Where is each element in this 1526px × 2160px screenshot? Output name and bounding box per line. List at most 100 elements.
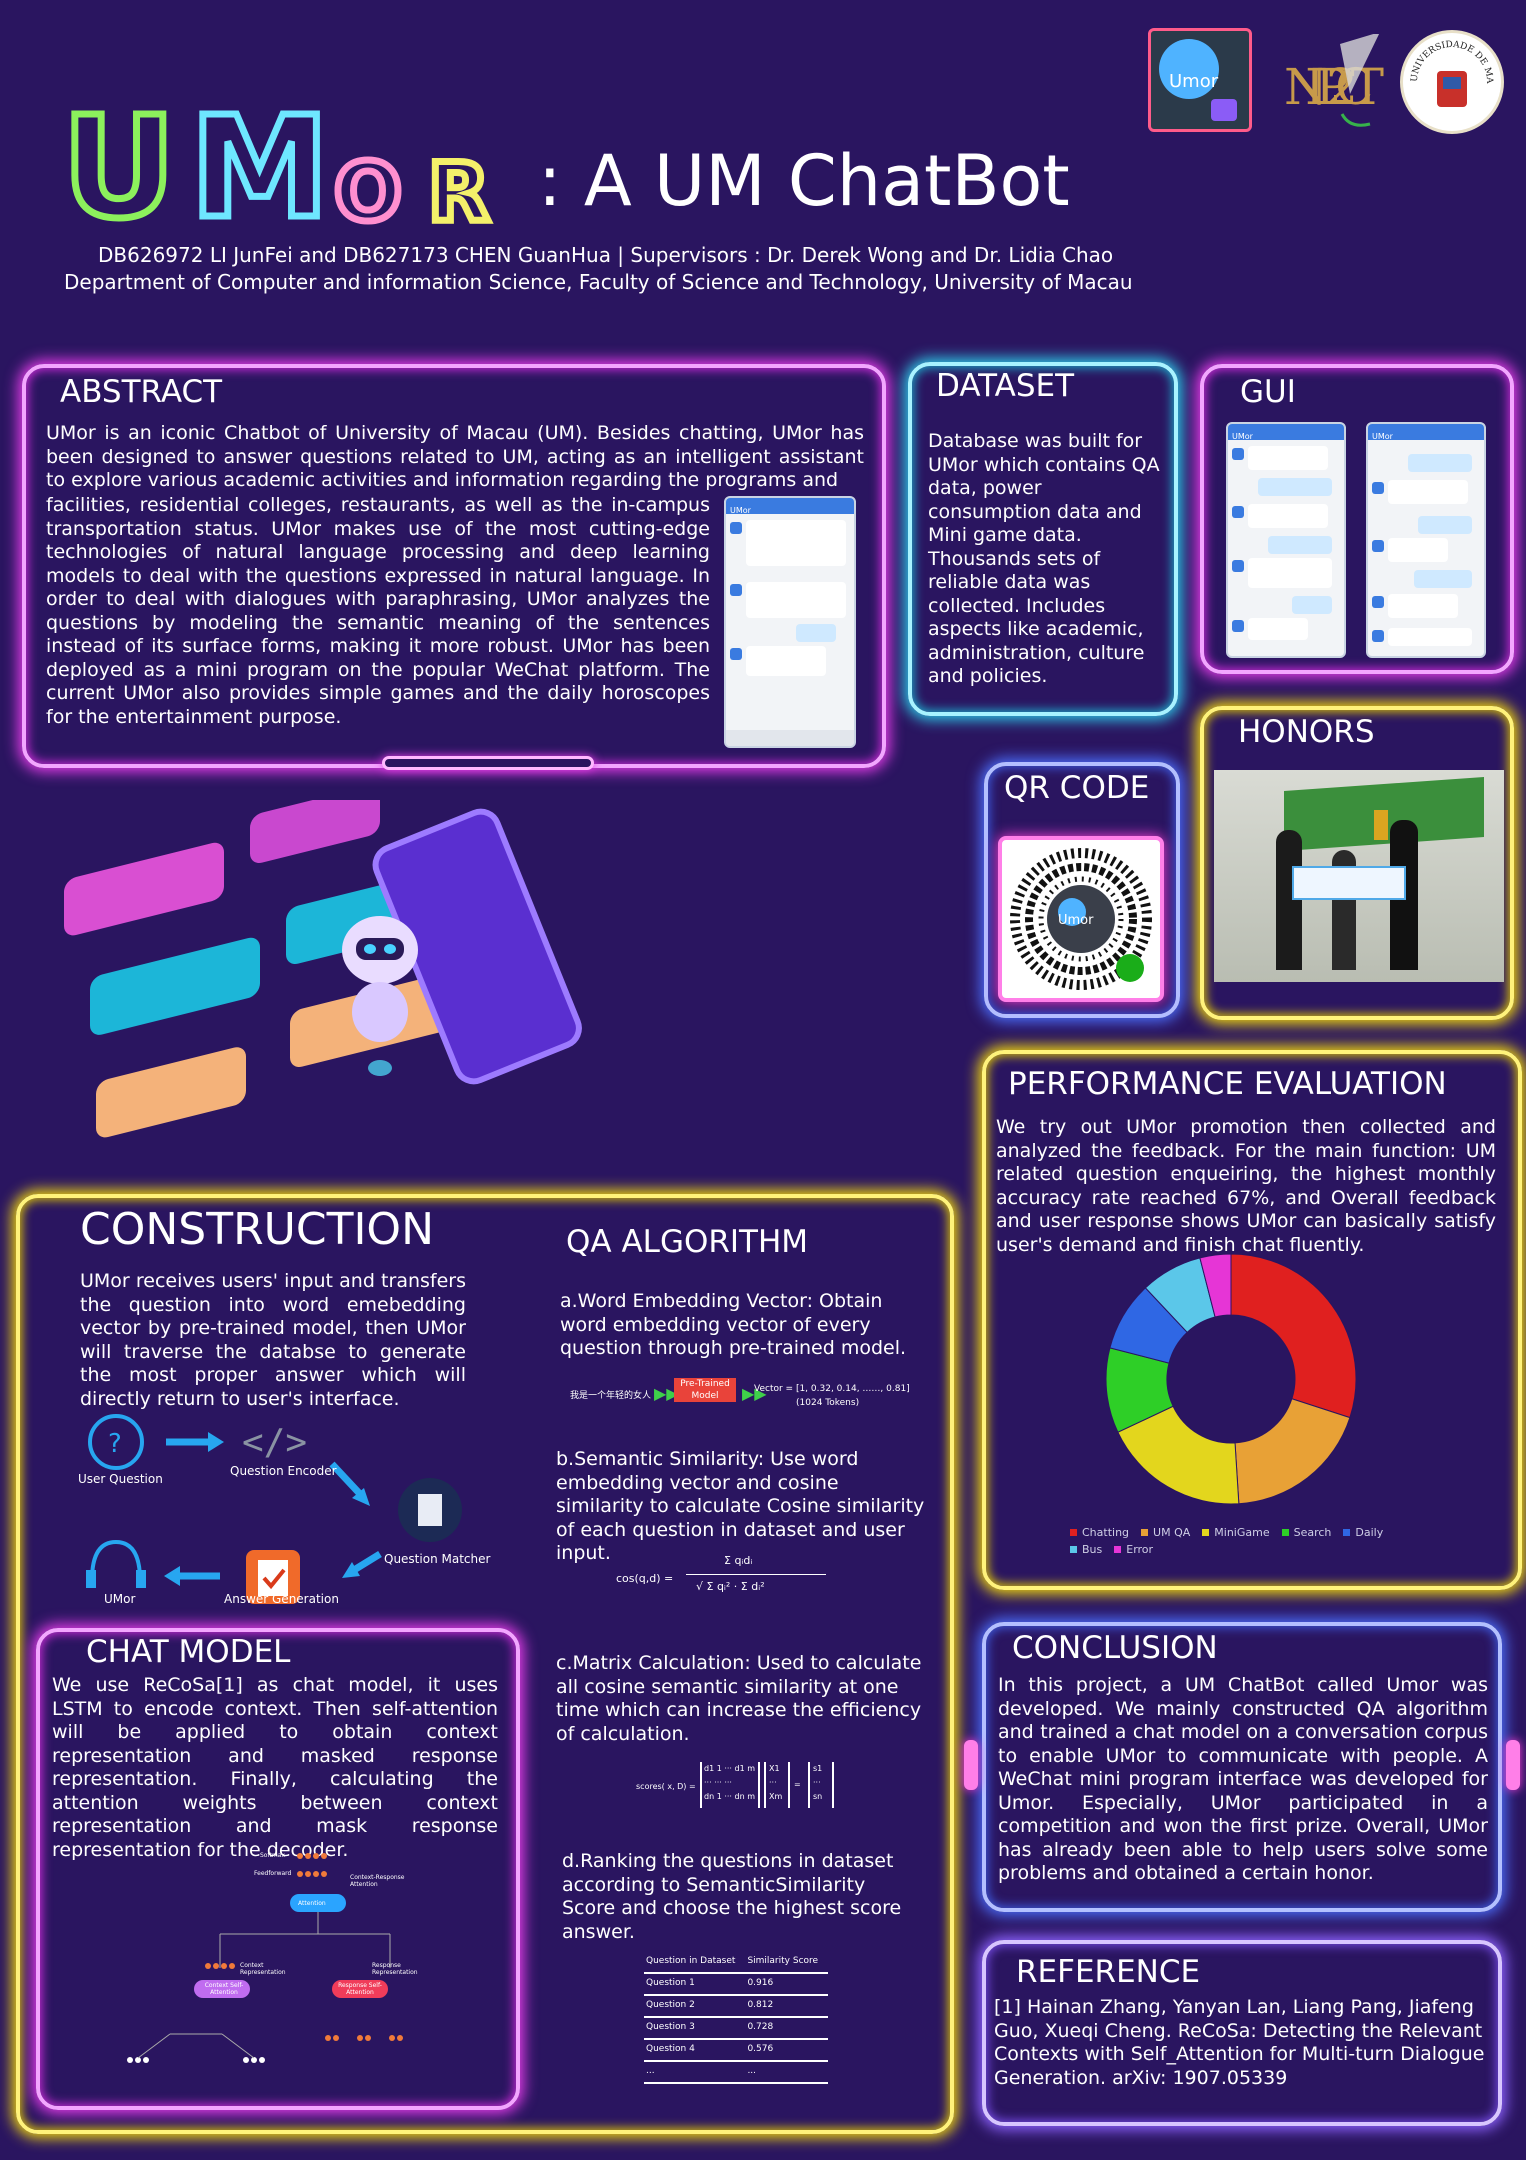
- award-photo: [1214, 770, 1504, 982]
- headset-icon: [90, 1539, 142, 1581]
- embedding-sentence: 我是一个年轻的女人: [570, 1391, 652, 1401]
- university-seal: UNIVERSIDADE DE MACAU: [1399, 26, 1504, 134]
- performance-text: We try out UMor promotion then collected…: [996, 1116, 1496, 1256]
- qa-step-a: a.Word Embedding Vector: Obtain word emb…: [560, 1290, 907, 1359]
- construction-panel: [16, 1194, 954, 2134]
- nlp2ct-logo: NLP2CT: [1280, 32, 1390, 134]
- conclusion-title: CONCLUSION: [1012, 1630, 1218, 1666]
- conclusion-side-tab-left: [964, 1740, 978, 1790]
- umor-app-badge-label: Umor: [1169, 71, 1219, 92]
- chatbot-illustration: [40, 785, 720, 1160]
- legend-label: Error: [1126, 1543, 1154, 1556]
- legend-swatch: [1202, 1529, 1210, 1536]
- abstract-phone-screenshot: UMor: [724, 496, 856, 748]
- qa-algorithm-title: QA ALGORITHM: [566, 1224, 809, 1260]
- qa-step-b: b.Semantic Similarity: Use word embeddin…: [556, 1448, 925, 1564]
- svg-text:?: ?: [108, 1429, 122, 1459]
- reference-text: [1] Hainan Zhang, Yanyan Lan, Liang Pang…: [994, 1996, 1485, 2089]
- legend-item: Bus: [1070, 1541, 1102, 1558]
- qr-code[interactable]: Umor: [998, 836, 1164, 1002]
- qa-step-d: d.Ranking the questions in dataset accor…: [562, 1850, 902, 1943]
- legend-swatch: [1343, 1529, 1351, 1536]
- legend-item: Chatting: [1070, 1524, 1129, 1541]
- abstract-tab: [382, 756, 594, 770]
- legend-label: Daily: [1355, 1526, 1384, 1539]
- poster-title: : A UM ChatBot: [538, 140, 1070, 222]
- dataset-panel: [908, 362, 1178, 716]
- code-icon: </>: [242, 1422, 307, 1463]
- construction-title: CONSTRUCTION: [80, 1204, 434, 1255]
- abstract-title: ABSTRACT: [60, 374, 223, 410]
- flow-label-question-encoder: Question Encoder: [230, 1464, 337, 1478]
- donut-slice-error: [1199, 1254, 1232, 1318]
- affiliation: Department of Computer and information S…: [64, 270, 1133, 294]
- flow-label-question-matcher: Question Matcher: [384, 1552, 491, 1566]
- conclusion-text: In this project, a UM ChatBot called Umo…: [998, 1674, 1488, 1884]
- logo-letter-o: O: [334, 146, 402, 230]
- flow-label-answer-generation: Answer Generation: [224, 1592, 339, 1606]
- legend-swatch: [1070, 1546, 1077, 1553]
- honors-title: HONORS: [1238, 714, 1375, 750]
- cosine-formula: cos(q,d) = Σ qᵢdᵢ √ Σ qᵢ² · Σ dᵢ²: [616, 1548, 836, 1608]
- embedding-vector: Vector = [1, 0.32, 0.14, ……, 0.81]: [754, 1384, 910, 1394]
- reference-panel: [982, 1940, 1502, 2126]
- legend-swatch: [1281, 1529, 1289, 1536]
- qr-title: QR CODE: [1004, 770, 1150, 806]
- legend-label: Bus: [1082, 1543, 1103, 1556]
- pretrained-model-box: Pre-Trained Model: [674, 1378, 736, 1402]
- flow-label-umor: UMor: [104, 1592, 136, 1606]
- recosa-diagram: Softmax Feedforward Attention Context-Re…: [110, 1838, 470, 2088]
- construction-flow-diagram: ? </>: [70, 1410, 500, 1610]
- legend-item: MiniGame: [1202, 1524, 1270, 1541]
- legend-label: Chatting: [1082, 1526, 1130, 1539]
- mini-program-icon: [1211, 99, 1237, 121]
- legend-item: UM QA: [1141, 1524, 1190, 1541]
- reference-title: REFERENCE: [1016, 1954, 1201, 1990]
- qr-center-label: Umor: [1058, 913, 1094, 928]
- matrix-formula: scores( x, D) = d1 1 ··· d1 m ··· ··· ··…: [636, 1762, 856, 1818]
- construction-text: UMor receives users' input and transfers…: [80, 1270, 466, 1410]
- wechat-mini-program-icon: [1116, 954, 1144, 982]
- embedding-figure: 我是一个年轻的女人 ▶▶ Pre-Trained Model ▶▶ Vector…: [570, 1378, 910, 1408]
- legend-item: Error: [1114, 1541, 1153, 1558]
- logo-letter-m: M: [190, 100, 329, 230]
- donut-slice-minigame: [1117, 1405, 1240, 1504]
- conclusion-panel: [982, 1622, 1502, 1912]
- gui-panel: [1200, 364, 1514, 674]
- table-row: ......: [644, 2061, 829, 2084]
- authors: DB626972 LI JunFei and DB627173 CHEN Gua…: [98, 243, 1114, 267]
- umor-logo: U M O R: [58, 84, 528, 254]
- phone-title: UMor: [730, 506, 751, 515]
- user-question-icon: [88, 1414, 144, 1470]
- legend-label: UM QA: [1153, 1526, 1191, 1539]
- svg-text:NLP2CT: NLP2CT: [1284, 58, 1384, 116]
- flow-label-user-question: User Question: [78, 1472, 163, 1486]
- donut-slice-chatting: [1230, 1254, 1356, 1419]
- gui-title: GUI: [1240, 374, 1296, 410]
- legend-item: Search: [1281, 1524, 1332, 1541]
- embedding-tokens: (1024 Tokens): [796, 1398, 860, 1408]
- logo-letter-u: U: [62, 100, 176, 230]
- performance-title: PERFORMANCE EVALUATION: [1008, 1066, 1447, 1102]
- umor-app-badge: Umor: [1148, 28, 1252, 132]
- chart-legend: Chatting UM QA MiniGame Search DailyBus Error: [1070, 1524, 1430, 1558]
- qr-panel: [984, 762, 1180, 1018]
- legend-item: Daily: [1343, 1524, 1383, 1541]
- legend-swatch: [1141, 1529, 1149, 1536]
- arrow-icon: ▶▶: [654, 1384, 679, 1403]
- pen-icon: [1340, 32, 1380, 94]
- usage-donut-chart: [1106, 1254, 1356, 1504]
- dataset-text: Database was built for UMor which contai…: [928, 430, 1160, 687]
- legend-label: Search: [1293, 1526, 1332, 1539]
- legend-swatch: [1114, 1546, 1122, 1553]
- phone-icon: [372, 808, 582, 1085]
- legend-swatch: [1070, 1529, 1077, 1536]
- legend-label: MiniGame: [1214, 1526, 1270, 1539]
- gui-phone-screenshot-1: UMor: [1226, 422, 1346, 658]
- logo-letter-r: R: [428, 146, 490, 230]
- chat-model-title: CHAT MODEL: [86, 1634, 291, 1670]
